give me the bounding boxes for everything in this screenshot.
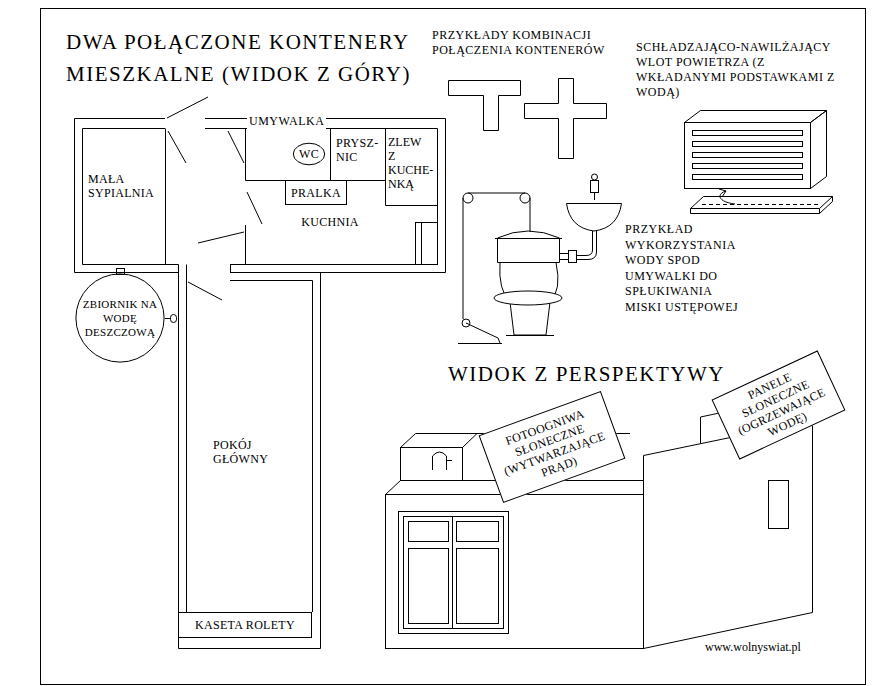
node-text: KASETA ROLETY [195, 618, 295, 632]
node-text: PRALKA [291, 186, 341, 200]
node-text: ZLEW Z KUCHE- NKĄ [388, 135, 430, 191]
main-room: POKÓJ GŁÓWNY KASETA ROLETY [178, 272, 320, 648]
tank-pipe [171, 315, 177, 323]
toilet-illustration [594, 193, 595, 201]
floor-plan-walls [75, 119, 446, 649]
air-intake [720, 191, 735, 204]
rain-tank-circle: ZBIORNIK NA WODĘ DESZCZOWĄ [75, 273, 165, 363]
container-combination [525, 79, 607, 159]
toilet-illustration [458, 323, 502, 344]
perspective-building [386, 495, 644, 649]
floor-plan-walls [165, 129, 166, 265]
toilet-ellipse-outline [293, 143, 324, 165]
toilet-illustration [577, 231, 597, 260]
room-area: MAŁA SYPIALNIA [82, 128, 165, 264]
toilet-illustration [494, 291, 562, 305]
air-intake [719, 189, 726, 197]
air-intake [685, 111, 827, 123]
toilet-illustration [592, 174, 598, 180]
node-text: WC [299, 147, 319, 161]
air-intake [702, 204, 820, 205]
toilet-illustration [463, 193, 473, 203]
toilet-illustration [463, 193, 530, 319]
perspective-building [644, 421, 813, 649]
perspective-building [409, 549, 449, 624]
label-text: PRZYKŁAD WYKORZYSTANIA WODY SPOD UMYWALK… [625, 222, 743, 315]
label-text: WIDOK Z PERSPEKTYWY [448, 362, 725, 386]
toilet-ellipse: WC [293, 143, 325, 165]
toilet-illustration [567, 204, 622, 232]
sink-counter: ZLEW Z KUCHE- NKĄ [385, 128, 437, 205]
toilet-illustration [520, 193, 530, 203]
air-intake [811, 111, 827, 189]
label-text: SCHŁADZAJĄCO-NAWILŻAJĄCY WLOT POWIETRZA … [636, 40, 858, 100]
perspective-building [452, 517, 453, 629]
shower-area: PRYSZ- NIC [330, 128, 385, 180]
perspective-building [401, 448, 463, 481]
toilet-illustration [498, 231, 560, 263]
toilet-illustration [458, 174, 622, 344]
node-text: ZBIORNIK NA WODĘ DESZCZOWĄ [80, 297, 160, 339]
floor-plan-walls [75, 265, 446, 273]
node-text: FOTOOGNIWA SŁONECZNE (WYTWARZAJĄCE PRĄD) [488, 401, 615, 493]
thermal-panel: PANELE SŁONECZNE (OGRZEWAJĄCE WODĘ) [711, 350, 845, 459]
air-intake [693, 131, 803, 136]
floor-plan-walls [246, 129, 438, 265]
floor-plan-walls [179, 273, 321, 649]
pv-panel: FOTOOGNIWA SŁONECZNE (WYTWARZAJĄCE PRĄD) [479, 391, 626, 503]
perspective-building [457, 522, 499, 542]
toilet-illustration [591, 181, 599, 193]
air-intake [685, 111, 833, 214]
air-intake [693, 175, 803, 180]
floor-plan-walls [75, 119, 446, 273]
label-text: www.wolnyswiat.pl [705, 640, 801, 655]
air-intake [693, 164, 803, 169]
page-frame [41, 9, 866, 685]
air-intake [685, 123, 811, 189]
node-text: KUCHNIA [301, 215, 358, 229]
air-intake [691, 197, 833, 214]
diagram-title: DWA POŁĄCZONE KONTENERY MIESZKALNE (WIDO… [66, 26, 418, 90]
label-text: PRZYKŁADY KOMBINACJI POŁĄCZENIA KONTENER… [432, 28, 637, 58]
perspective-building [409, 522, 449, 542]
node-text: MAŁA SYPIALNIA [88, 172, 163, 200]
blind-box: KASETA ROLETY [178, 612, 312, 638]
washer-box: PRALKA [285, 180, 347, 205]
perspective-building [399, 512, 509, 634]
toilet-illustration [495, 238, 562, 239]
floor-plan-walls [421, 223, 422, 264]
air-intake [693, 142, 803, 147]
container-combination [449, 79, 607, 159]
perspective-building [457, 549, 499, 624]
floor-plan-walls [416, 223, 438, 265]
perspective-building [433, 452, 453, 470]
air-intake [693, 153, 803, 158]
node-text: PRYSZ- NIC [336, 136, 382, 164]
toilet-illustration [506, 335, 554, 336]
perspective-building [769, 481, 789, 529]
node-text: POKÓJ GŁÓWNY [213, 438, 299, 466]
container-combination [449, 81, 521, 131]
label-text: UMYWALKA [247, 114, 326, 129]
node-text: PANELE SŁONECZNE (OGRZEWAJĄCE WODĘ) [719, 357, 838, 452]
toilet-illustration [569, 251, 577, 263]
room-area: KUCHNIA [290, 208, 370, 236]
perspective-building [404, 517, 504, 629]
toilet-illustration [560, 254, 569, 260]
rain-tank-circle-outline [76, 274, 164, 362]
